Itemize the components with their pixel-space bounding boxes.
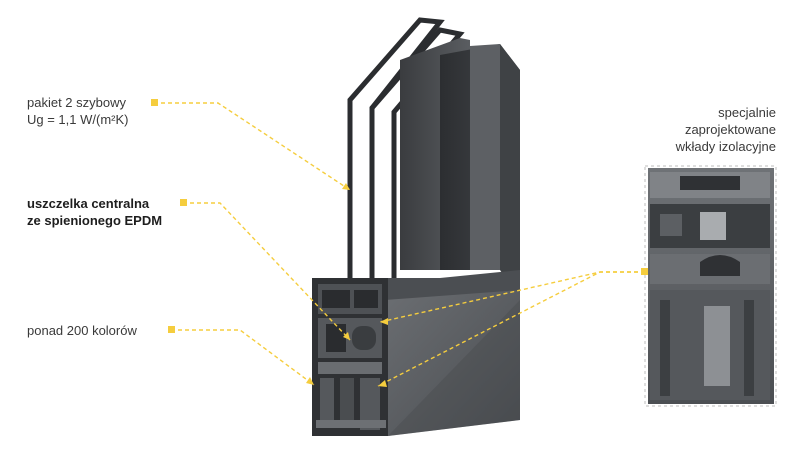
inset-detail bbox=[644, 165, 777, 407]
inset-caption: specjalnie zaprojektowane wkłady izolacy… bbox=[676, 104, 776, 155]
arrow-glazing bbox=[342, 183, 350, 190]
inset-caption-line-3: wkłady izolacyjne bbox=[675, 139, 776, 154]
marker-inset bbox=[641, 268, 648, 275]
callout-glazing-line-1: pakiet 2 szybowy bbox=[27, 95, 126, 110]
frame-front-face bbox=[385, 290, 520, 436]
inset-caption-line-2: zaprojektowane bbox=[684, 122, 776, 137]
arrow-gasket bbox=[343, 332, 350, 340]
callout-gasket-line-1: uszczelka centralna bbox=[27, 196, 150, 211]
arrow-colors bbox=[306, 377, 314, 385]
callout-glazing-line-2: Ug = 1,1 W/(m²K) bbox=[27, 112, 129, 127]
marker-gasket bbox=[180, 199, 187, 206]
marker-glazing bbox=[151, 99, 158, 106]
arrow-inset-1 bbox=[380, 318, 388, 325]
sash-vertical-face bbox=[470, 44, 500, 270]
arrow-inset-2 bbox=[378, 380, 387, 387]
sash-vertical-edge bbox=[500, 44, 520, 300]
callout-colors-line-1: ponad 200 kolorów bbox=[27, 323, 137, 338]
marker-colors bbox=[168, 326, 175, 333]
profile-cross-section bbox=[312, 278, 388, 436]
leader-gasket bbox=[190, 202, 351, 341]
leader-markers bbox=[151, 99, 648, 387]
leader-glazing bbox=[161, 102, 351, 191]
callout-colors-label: ponad 200 kolorów bbox=[27, 322, 137, 339]
leader-lines bbox=[161, 102, 645, 387]
insulation-insert bbox=[704, 306, 730, 386]
callout-gasket-label: uszczelka centralna ze spienionego EPDM bbox=[27, 195, 162, 229]
leader-inset-2 bbox=[377, 271, 645, 387]
callout-gasket-line-2: ze spienionego EPDM bbox=[27, 213, 163, 228]
leader-colors bbox=[178, 329, 315, 386]
inset-caption-line-1: specjalnie bbox=[718, 105, 776, 120]
callout-glazing-label: pakiet 2 szybowy Ug = 1,1 W/(m²K) bbox=[27, 94, 129, 128]
window-corner bbox=[312, 17, 520, 436]
